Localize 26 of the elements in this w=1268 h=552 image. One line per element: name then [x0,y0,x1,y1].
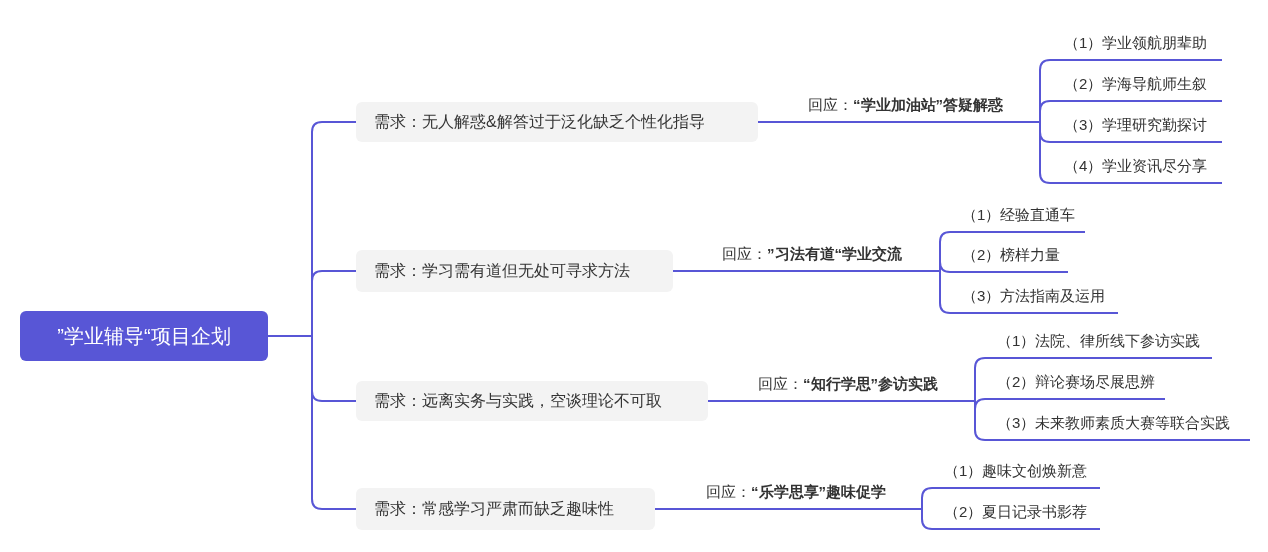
topic-box: 需求：无人解惑&解答过于泛化缺乏个性化指导 [356,102,758,142]
root-topic-box: ”学业辅导“项目企划 [20,311,268,361]
branch-label: 回应：“乐学思享”趣味促学 [690,481,910,510]
connector-line [757,121,791,123]
branch-label: （1）学业领航朋辈助 [1050,32,1222,61]
branch-label: （2）辩论赛场尽展思辨 [985,371,1165,400]
connector-line [672,270,701,272]
branch-label: （1）趣味文创焕新意 [932,460,1100,489]
topic-box: 需求：常感学习严肃而缺乏趣味性 [356,488,655,530]
branch-label: 回应：“知行学思”参访实践 [740,373,965,402]
topic-box: 需求：远离实务与实践，空谈理论不可取 [356,381,708,421]
branch-label: （1）经验直通车 [950,204,1085,233]
branch-label: 回应：“学业加油站”答疑解惑 [790,94,1020,123]
branch-label: （3）未来教师素质大赛等联合实践 [985,412,1250,441]
branch-label: （3）方法指南及运用 [950,285,1118,314]
branch-label: （3）学理研究勤探讨 [1050,114,1222,143]
connector-line [707,400,741,402]
connector-line [654,508,691,510]
branch-label: 回应：”习法有道“学业交流 [700,243,935,272]
branch-label: （2）榜样力量 [950,244,1068,273]
topic-box: 需求：学习需有道但无处可寻求方法 [356,250,673,292]
branch-label: （4）学业资讯尽分享 [1050,155,1222,184]
branch-label: （2）夏日记录书影荐 [932,501,1100,530]
branch-label: （2）学海导航师生叙 [1050,73,1222,102]
connector-line [909,508,933,530]
branch-label: （1）法院、律所线下参访实践 [985,330,1212,359]
